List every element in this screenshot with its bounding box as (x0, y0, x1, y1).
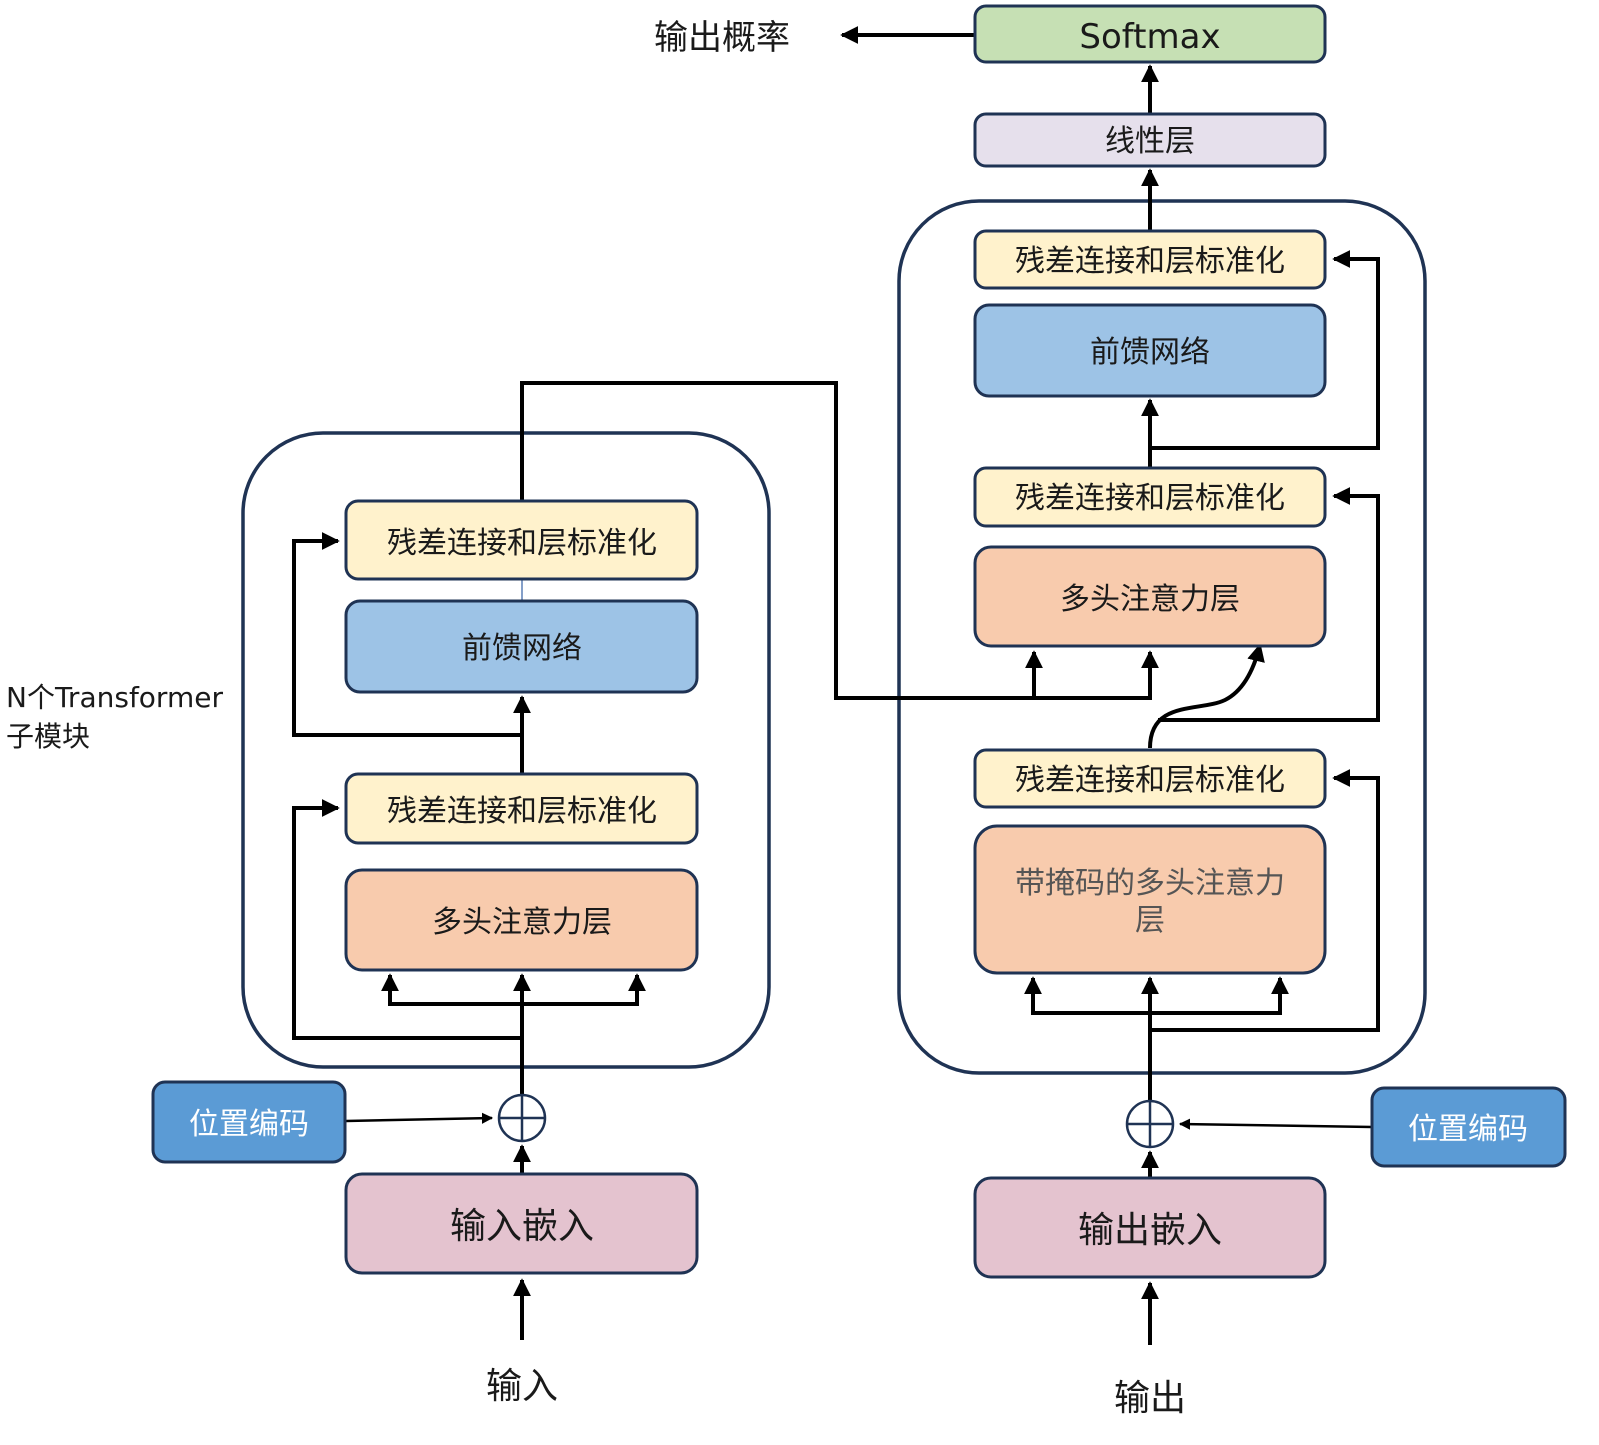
encoder-wires (292, 381, 1159, 1340)
softmax-label: Softmax (1079, 17, 1220, 57)
encoder-add-norm-top: 残差连接和层标准化 (344, 499, 699, 581)
decoder-add-norm-bottom-label: 残差连接和层标准化 (1015, 763, 1285, 798)
decoder-masked-attention: 带掩码的多头注意力 层 (973, 824, 1327, 975)
block-count-label-line1: N个Transformer (6, 681, 223, 714)
decoder-block-container (897, 199, 1427, 1075)
decoder-embedding-label: 输出嵌入 (1078, 1210, 1222, 1251)
decoder-positional-encoding: 位置编码 (1370, 1086, 1567, 1168)
input-label: 输入 (486, 1366, 558, 1407)
encoder-output-to-decoder (520, 381, 1159, 700)
block-count-label-line2: 子模块 (6, 720, 90, 753)
decoder-add-norm-top-label: 残差连接和层标准化 (1015, 244, 1285, 279)
decoder-add-norm-mid: 残差连接和层标准化 (973, 466, 1327, 528)
attention-fanout (388, 978, 639, 1006)
decoder-add-norm-top: 残差连接和层标准化 (973, 229, 1327, 290)
encoder-positional-encoding: 位置编码 (151, 1080, 347, 1164)
encoder-residual-1 (292, 799, 522, 1040)
encoder-add-icon (497, 1093, 547, 1143)
output-probabilities-label: 输出概率 (654, 18, 790, 58)
arrow-posenc-to-add (1178, 1118, 1373, 1130)
encoder-block-container (241, 431, 771, 1069)
arrow-to-cross-attention-q (1148, 643, 1265, 749)
softmax-box: Softmax (973, 4, 1327, 64)
decoder-residual-3 (1150, 250, 1380, 450)
decoder-add-icon (1125, 1099, 1175, 1149)
encoder-attention-label: 多头注意力层 (432, 905, 612, 940)
encoder-add-norm-bottom: 残差连接和层标准化 (344, 772, 699, 845)
encoder-positional-encoding-label: 位置编码 (189, 1107, 309, 1142)
decoder-positional-encoding-label: 位置编码 (1408, 1112, 1528, 1147)
decoder-cross-attention: 多头注意力层 (973, 545, 1327, 648)
encoder-attention: 多头注意力层 (344, 868, 699, 972)
decoder-residual-1 (1150, 769, 1380, 1032)
encoder-embedding: 输入嵌入 (344, 1172, 699, 1275)
encoder-add-norm-bottom-label: 残差连接和层标准化 (387, 794, 657, 829)
encoder-residual-2 (292, 532, 522, 737)
linear-label: 线性层 (1105, 124, 1195, 159)
decoder-feed-forward-label: 前馈网络 (1090, 335, 1210, 370)
decoder-embedding: 输出嵌入 (973, 1176, 1327, 1279)
decoder-masked-attention-label-line1: 带掩码的多头注意力 (1015, 866, 1285, 901)
decoder-wires (840, 26, 1380, 1345)
decoder-add-norm-mid-label: 残差连接和层标准化 (1015, 481, 1285, 516)
decoder-cross-attention-label: 多头注意力层 (1060, 582, 1240, 617)
decoder-add-norm-bottom: 残差连接和层标准化 (973, 748, 1327, 809)
masked-attention-fanout (1031, 982, 1282, 1015)
encoder-feed-forward-label: 前馈网络 (462, 631, 582, 666)
encoder-feed-forward: 前馈网络 (344, 599, 699, 694)
decoder-feed-forward: 前馈网络 (973, 303, 1327, 398)
encoder-add-norm-top-label: 残差连接和层标准化 (387, 526, 657, 561)
linear-box: 线性层 (973, 112, 1327, 168)
encoder-embedding-label: 输入嵌入 (450, 1206, 594, 1247)
output-label: 输出 (1114, 1378, 1186, 1419)
decoder-masked-attention-label-line2: 层 (1135, 903, 1165, 938)
arrow-posenc-to-add (345, 1112, 494, 1124)
decoder-residual-2 (1158, 487, 1380, 722)
